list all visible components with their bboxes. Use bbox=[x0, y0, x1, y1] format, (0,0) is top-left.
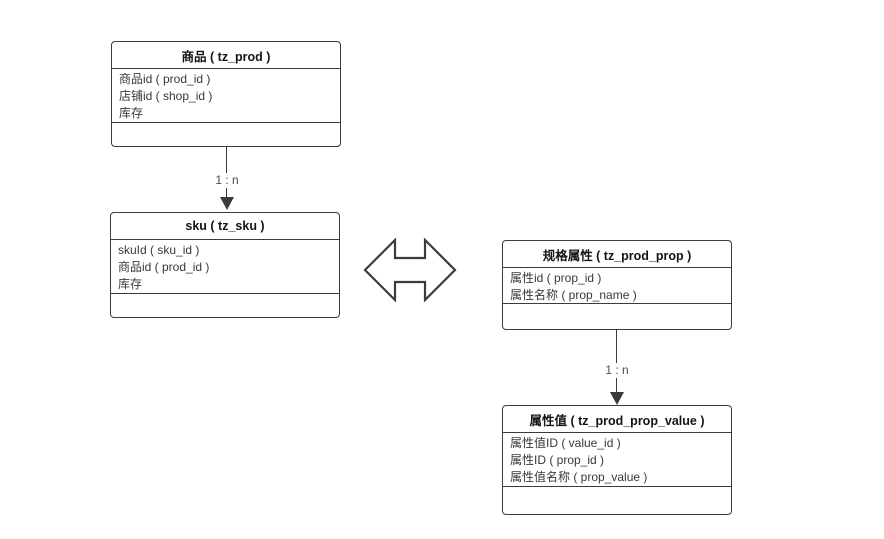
entity-tz-prod[interactable]: 商品 ( tz_prod ) 商品id ( prod_id ) 店铺id ( s… bbox=[111, 41, 341, 147]
entity-field: skuId ( sku_id ) bbox=[118, 242, 200, 257]
two-way-arrow-icon[interactable] bbox=[363, 238, 457, 302]
entity-field: 商品id ( prod_id ) bbox=[118, 259, 210, 274]
entity-tz-prod-prop-value-fields: 属性值ID ( value_id ) 属性ID ( prop_id ) 属性值名… bbox=[503, 433, 731, 487]
entity-tz-sku-title: sku ( tz_sku ) bbox=[111, 213, 339, 240]
entity-field: 商品id ( prod_id ) bbox=[119, 71, 211, 86]
entity-field: 库存 bbox=[118, 276, 143, 291]
entity-field: 属性值名称 ( prop_value ) bbox=[510, 469, 648, 484]
entity-tz-sku[interactable]: sku ( tz_sku ) skuId ( sku_id ) 商品id ( p… bbox=[110, 212, 340, 318]
entity-tz-prod-prop-title: 规格属性 ( tz_prod_prop ) bbox=[503, 241, 731, 268]
connector-prop-to-value[interactable] bbox=[616, 330, 617, 392]
connector-prod-to-sku-label: 1 : n bbox=[212, 173, 242, 188]
entity-field: 店铺id ( shop_id ) bbox=[119, 88, 213, 103]
entity-tz-prod-prop-fields: 属性id ( prop_id ) 属性名称 ( prop_name ) bbox=[503, 268, 731, 304]
entity-footer bbox=[503, 304, 731, 330]
connector-prop-to-value-label: 1 : n bbox=[602, 363, 632, 378]
entity-tz-prod-fields: 商品id ( prod_id ) 店铺id ( shop_id ) 库存 bbox=[112, 69, 340, 123]
entity-tz-prod-title: 商品 ( tz_prod ) bbox=[112, 42, 340, 69]
arrowhead-down-icon bbox=[220, 197, 234, 210]
entity-tz-prod-prop[interactable]: 规格属性 ( tz_prod_prop ) 属性id ( prop_id ) 属… bbox=[502, 240, 732, 330]
entity-tz-prod-prop-value[interactable]: 属性值 ( tz_prod_prop_value ) 属性值ID ( value… bbox=[502, 405, 732, 515]
entity-footer bbox=[112, 123, 340, 147]
entity-footer bbox=[111, 294, 339, 318]
entity-field: 属性值ID ( value_id ) bbox=[510, 435, 621, 450]
entity-field: 库存 bbox=[119, 105, 144, 120]
entity-field: 属性ID ( prop_id ) bbox=[510, 452, 605, 467]
entity-tz-prod-prop-value-title: 属性值 ( tz_prod_prop_value ) bbox=[503, 406, 731, 433]
entity-tz-sku-fields: skuId ( sku_id ) 商品id ( prod_id ) 库存 bbox=[111, 240, 339, 294]
entity-footer bbox=[503, 487, 731, 515]
arrowhead-down-icon bbox=[610, 392, 624, 405]
entity-field: 属性id ( prop_id ) bbox=[510, 270, 602, 285]
entity-field: 属性名称 ( prop_name ) bbox=[510, 287, 637, 302]
connector-prod-to-sku[interactable] bbox=[226, 147, 227, 197]
